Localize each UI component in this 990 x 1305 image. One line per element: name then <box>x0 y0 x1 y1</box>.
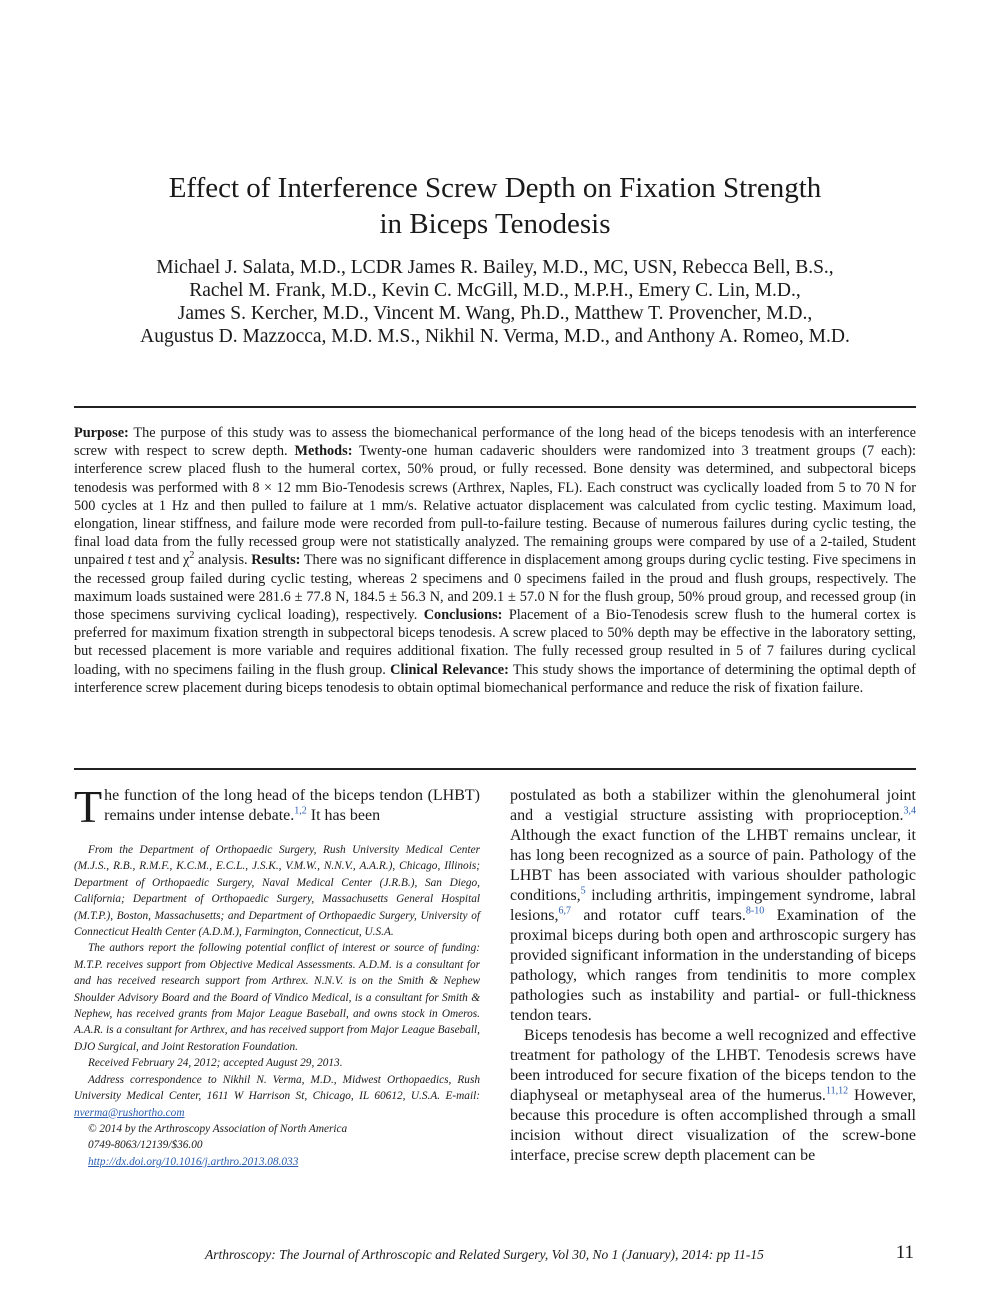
body-text: Although the exact function of the LHBT … <box>510 827 916 904</box>
body-text: postulated as both a stabilizer within t… <box>510 787 916 824</box>
reference-link[interactable]: 5 <box>580 885 586 897</box>
doi-note: http://dx.doi.org/10.1016/j.arthro.2013.… <box>74 1154 480 1170</box>
body-text: and rotator cuff tears. <box>570 907 746 924</box>
author-line: James S. Kercher, M.D., Vincent M. Wang,… <box>177 303 813 324</box>
reference-link[interactable]: 1,2 <box>294 805 307 817</box>
conclusions-label: Conclusions: <box>423 607 503 624</box>
right-column: postulated as both a stabilizer within t… <box>510 786 916 1166</box>
intro-text: It has been <box>306 807 381 824</box>
body-text: including arthritis, impingement syndrom… <box>510 887 916 924</box>
purpose-label: Purpose: <box>74 425 129 441</box>
relevance-label: Clinical Relevance: <box>390 661 509 678</box>
results-label: Results: <box>251 552 301 569</box>
body-text: Examination of the proximal biceps durin… <box>510 907 916 1024</box>
body-text: However, because this procedure is often… <box>510 1087 917 1164</box>
title-line-1: Effect of Interference Screw Depth on Fi… <box>168 172 822 204</box>
abstract-top-rule <box>74 406 916 408</box>
reference-link[interactable]: 3,4 <box>903 805 917 817</box>
author-list: Michael J. Salata, M.D., LCDR James R. B… <box>75 256 915 348</box>
author-line: Michael J. Salata, M.D., LCDR James R. B… <box>156 257 834 278</box>
address-note: Address correspondence to Nikhil N. Verm… <box>74 1072 480 1121</box>
reference-link[interactable]: 11,12 <box>825 1085 849 1097</box>
footnotes: From the Department of Orthopaedic Surge… <box>74 842 480 1170</box>
body-text: Biceps tenodesis has become a well recog… <box>510 1027 916 1104</box>
body-paragraph: Biceps tenodesis has become a well recog… <box>510 1026 916 1166</box>
purpose-text: The purpose of this study was to assess … <box>74 425 916 460</box>
methods-label: Methods: <box>294 443 353 460</box>
methods-t-symbol: t <box>127 552 132 569</box>
drop-cap: T <box>74 781 103 832</box>
author-line: Augustus D. Mazzocca, M.D. M.S., Nikhil … <box>140 326 850 347</box>
affiliations-note: From the Department of Orthopaedic Surge… <box>74 844 480 939</box>
chi-square-exponent: 2 <box>189 550 195 562</box>
reference-link[interactable]: 6,7 <box>558 905 571 917</box>
results-text: There was no significant difference in d… <box>74 552 916 624</box>
abstract-bottom-rule <box>74 768 916 770</box>
body-paragraph: postulated as both a stabilizer within t… <box>510 786 916 1026</box>
conflict-note: The authors report the following potenti… <box>74 942 480 1053</box>
issn-note: 0749-8063/12139/$36.00 <box>88 1139 203 1152</box>
page-number: 11 <box>895 1242 914 1263</box>
author-line: Rachel M. Frank, M.D., Kevin C. McGill, … <box>189 280 801 301</box>
received-note: Received February 24, 2012; accepted Aug… <box>88 1057 343 1070</box>
abstract: Purpose: The purpose of this study was t… <box>74 424 916 697</box>
methods-text: test and χ <box>131 552 190 569</box>
article-title: Effect of Interference Screw Depth on Fi… <box>75 170 915 242</box>
methods-text: analysis. <box>194 552 252 569</box>
title-line-2: in Biceps Tenodesis <box>379 208 611 240</box>
doi-link[interactable]: http://dx.doi.org/10.1016/j.arthro.2013.… <box>88 1155 299 1168</box>
intro-text: he function of the long head of the bice… <box>104 787 480 824</box>
reference-link[interactable]: 8-10 <box>745 905 765 917</box>
email-link[interactable]: nverma@rushortho.com <box>74 1106 185 1119</box>
copyright-note: © 2014 by the Arthroscopy Association of… <box>88 1122 348 1135</box>
conclusions-text: Placement of a Bio-Tenodesis screw flush… <box>74 607 916 678</box>
address-text: Address correspondence to Nikhil N. Verm… <box>74 1073 480 1103</box>
relevance-text: This study shows the importance of deter… <box>74 661 917 696</box>
journal-citation: Arthroscopy: The Journal of Arthroscopic… <box>205 1247 764 1262</box>
methods-text: Twenty-one human cadaveric shoulders wer… <box>74 443 916 569</box>
